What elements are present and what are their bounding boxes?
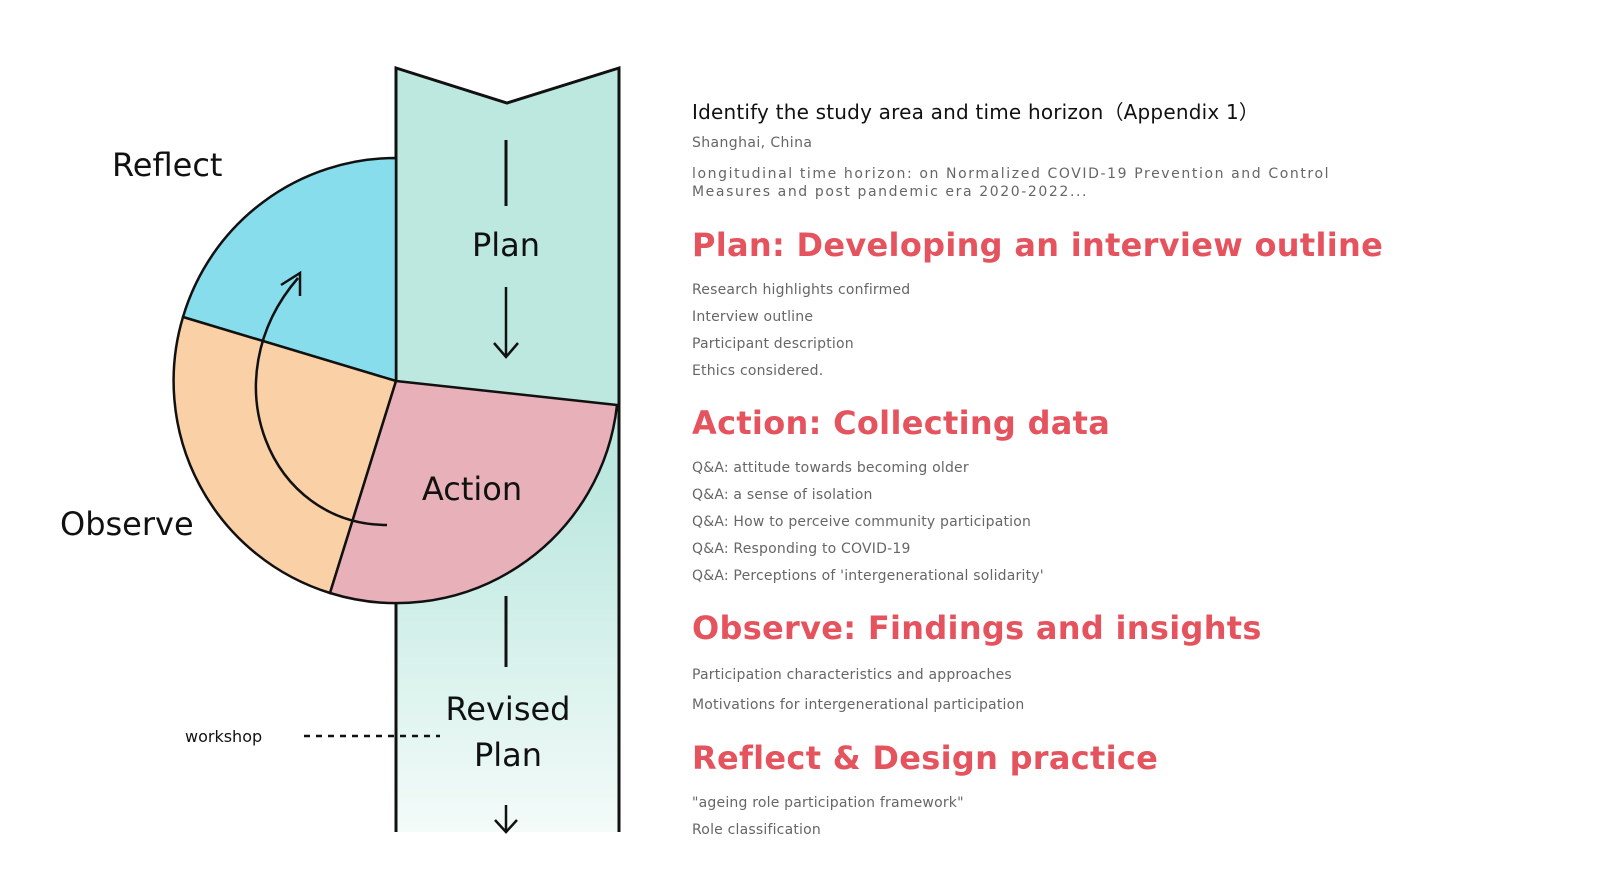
list-item: Motivations for intergenerational partic… xyxy=(692,697,1025,713)
intro-time-horizon: longitudinal time horizon: on Normalized… xyxy=(692,165,1572,201)
list-item: Q&A: a sense of isolation xyxy=(692,487,873,503)
list-item: "ageing role participation framework" xyxy=(692,795,964,811)
intro-horizon-line1: longitudinal time horizon: on Normalized… xyxy=(692,166,1331,182)
observe-sector xyxy=(172,315,398,595)
reflect-section-items: "ageing role participation framework" Ro… xyxy=(692,790,1572,844)
workshop-label: workshop xyxy=(185,727,262,746)
action-section: Action: Collecting data Q&A: attitude to… xyxy=(692,401,1572,590)
list-item: Research highlights confirmed xyxy=(692,282,911,298)
observe-section: Observe: Findings and insights Participa… xyxy=(692,606,1572,720)
intro-title: Identify the study area and time horizon… xyxy=(692,100,1260,124)
reflect-label: Reflect xyxy=(112,146,222,184)
observe-section-title: Observe: Findings and insights xyxy=(692,609,1262,647)
revised-plan-arrow-icon xyxy=(494,596,518,834)
plan-label: Plan xyxy=(472,226,540,264)
list-item: Q&A: Perceptions of 'intergenerational s… xyxy=(692,568,1044,584)
intro-horizon-line2: Measures and post pandemic era 2020-2022… xyxy=(692,184,1089,200)
revised-plan-label-line1: Revised xyxy=(446,690,571,728)
action-section-items: Q&A: attitude towards becoming older Q&A… xyxy=(692,455,1572,590)
list-item: Q&A: attitude towards becoming older xyxy=(692,460,969,476)
observe-section-items: Participation characteristics and approa… xyxy=(692,660,1572,720)
list-item: Ethics considered. xyxy=(692,363,824,379)
list-item: Role classification xyxy=(692,822,821,838)
intro-location: Shanghai, China xyxy=(692,135,813,151)
plan-section-items: Research highlights confirmed Interview … xyxy=(692,277,1572,385)
list-item: Q&A: How to perceive community participa… xyxy=(692,514,1032,530)
list-item: Participant description xyxy=(692,336,854,352)
list-item: Interview outline xyxy=(692,309,814,325)
reflect-section-title: Reflect & Design practice xyxy=(692,739,1159,777)
action-section-title: Action: Collecting data xyxy=(692,404,1111,442)
plan-section-title: Plan: Developing an interview outline xyxy=(692,226,1384,264)
revised-plan-label-line2: Plan xyxy=(474,736,542,774)
action-sector xyxy=(328,379,619,605)
text-column: Identify the study area and time horizon… xyxy=(692,96,1572,860)
plan-arrow-icon xyxy=(493,140,519,359)
action-label: Action xyxy=(422,470,522,508)
observe-label: Observe xyxy=(60,505,194,543)
plan-section: Plan: Developing an interview outline Re… xyxy=(692,223,1572,385)
reflect-sector xyxy=(181,156,398,383)
intro-block: Identify the study area and time horizon… xyxy=(692,96,1572,201)
action-research-cycle-diagram: Reflect Observe Plan Action Revised Plan… xyxy=(60,65,621,834)
list-item: Q&A: Responding to COVID-19 xyxy=(692,541,911,557)
curved-arrow-icon xyxy=(254,270,388,527)
list-item: Participation characteristics and approa… xyxy=(692,667,1012,683)
reflect-section: Reflect & Design practice "ageing role p… xyxy=(692,736,1572,844)
